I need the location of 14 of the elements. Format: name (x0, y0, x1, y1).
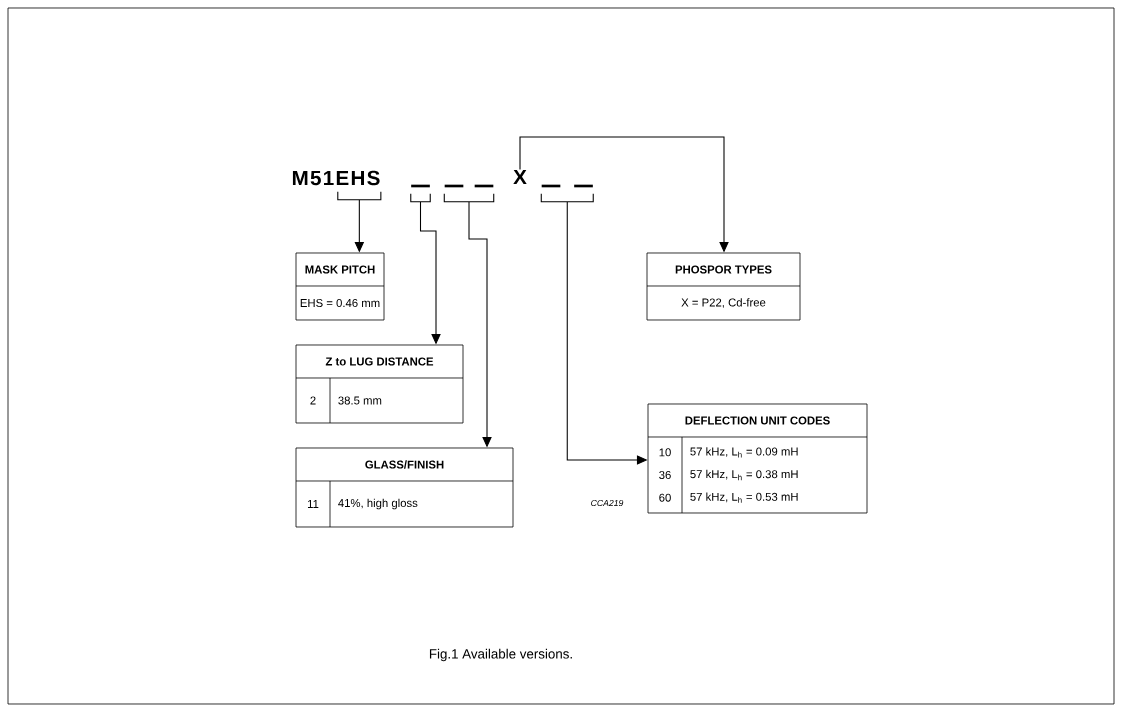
table-box: PHOSPOR TYPES X = P22, Cd-free (646, 252, 801, 321)
table-box: Z to LUG DISTANCE 2 38.5 mm (295, 344, 464, 424)
table-box: MASK PITCH EHS = 0.46 mm (295, 252, 385, 321)
blank-slot (541, 184, 561, 188)
blank-slot (474, 184, 494, 188)
table-box: DEFLECTION UNIT CODES 10 57 kHz, L$_{h}$ = 0.09 mH 36 57 kHz, L$_{h}$ = 0.38 mH 60 57 kHz, L$_{h}$ = 0.53 mH (647, 403, 868, 514)
code-letters: M51EHS (292, 170, 380, 186)
caption: Fig.1 Available versions. (429, 648, 572, 662)
blank-slot (574, 184, 593, 188)
code-letters: X (513, 169, 527, 185)
table-box: GLASS/FINISH 11 41%, high gloss (295, 447, 514, 528)
blank-slot (444, 184, 464, 188)
figure-code: CCA219 (591, 499, 624, 507)
blank-slot (411, 184, 430, 188)
